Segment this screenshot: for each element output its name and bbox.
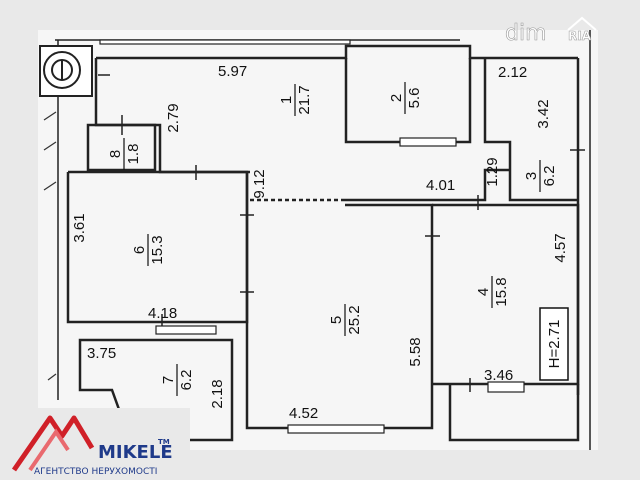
room-1-number: 1 <box>278 96 295 104</box>
dim-room4-depth: 4.57 <box>552 233 569 262</box>
dim-room3-passage: 1.29 <box>484 157 501 186</box>
room-7-area: 6.2 <box>178 370 195 391</box>
wall-room8 <box>86 123 157 172</box>
dim-room1-width: 5.97 <box>218 63 247 80</box>
room-2-number: 2 <box>388 94 405 102</box>
windows <box>99 39 525 434</box>
room-8-label: 8 1.8 <box>107 138 142 170</box>
wall-room3 <box>483 58 578 202</box>
dim-room5-width: 4.52 <box>289 405 318 422</box>
room-6-area: 15.3 <box>149 235 166 264</box>
window-top <box>99 39 351 45</box>
room-3-number: 3 <box>523 172 540 180</box>
logo-name: MIKELE <box>98 442 173 463</box>
logo-tm: TM <box>158 438 170 446</box>
room-4-label: 4 15.8 <box>475 276 510 308</box>
left-edge-hatching <box>43 111 57 381</box>
room-6-number: 6 <box>131 246 148 254</box>
room-2-area: 5.6 <box>406 88 423 109</box>
window-room2 <box>399 137 457 147</box>
watermark-suffix: RIA <box>568 29 592 43</box>
wall-corridor <box>345 168 510 202</box>
room-5-area: 25.2 <box>346 305 363 334</box>
window-room4 <box>487 381 525 393</box>
room-4-number: 4 <box>475 288 492 296</box>
room-8-area: 1.8 <box>125 144 142 165</box>
room-1-label: 1 21.7 <box>278 84 313 116</box>
ventilation-shaft-icon <box>39 45 93 97</box>
room-8-number: 8 <box>107 150 124 158</box>
room-5-label: 5 25.2 <box>328 304 363 336</box>
dim-room7-width: 3.75 <box>87 345 116 362</box>
wall-balcony <box>448 384 580 442</box>
dim-corridor-length: 9.12 <box>251 169 268 198</box>
dim-room3-depth: 3.42 <box>535 99 552 128</box>
dimension-labels: 5.97 2.79 9.12 2.12 3.42 1.29 4.01 4.57 … <box>71 63 569 422</box>
wall-ticks <box>98 74 585 392</box>
dim-room6-width: 4.18 <box>148 305 177 322</box>
watermark: dim RIA <box>505 16 597 46</box>
room-5-number: 5 <box>328 316 345 324</box>
room-labels: 1 21.7 2 5.6 3 6.2 4 15.8 5 25.2 6 15.3 <box>107 82 558 396</box>
ceiling-height-badge: H=2.71 <box>539 307 569 381</box>
dim-room6-depth: 3.61 <box>71 213 88 242</box>
watermark-brand: dim <box>505 21 547 46</box>
dim-room4-bottom-width: 3.46 <box>484 367 513 384</box>
mikele-mark-icon <box>11 415 95 472</box>
dim-room1-depth: 2.79 <box>165 103 182 132</box>
mikele-logo: MIKELE TM АГЕНТСТВО НЕРУХОМОСТІ <box>0 408 190 480</box>
wall-room5 <box>245 172 434 430</box>
room-1-area: 21.7 <box>296 85 313 114</box>
window-room5 <box>287 424 385 434</box>
room-7-label: 7 6.2 <box>160 364 195 396</box>
room-7-number: 7 <box>160 376 177 384</box>
window-room6 <box>155 325 217 335</box>
room-3-area: 6.2 <box>541 166 558 187</box>
dim-room7-depth: 2.18 <box>209 379 226 408</box>
dim-room3-width: 2.12 <box>498 64 527 81</box>
dim-room5-depth: 5.58 <box>407 337 424 366</box>
room-6-label: 6 15.3 <box>131 234 166 266</box>
ceiling-height-text: H=2.71 <box>546 320 563 369</box>
dim-room4-top-width: 4.01 <box>426 177 455 194</box>
room-4-area: 15.8 <box>493 277 510 306</box>
logo-tagline: АГЕНТСТВО НЕРУХОМОСТІ <box>34 467 157 477</box>
plan-sheet <box>38 30 598 450</box>
room-2-label: 2 5.6 <box>388 82 423 114</box>
watermark-house-icon <box>567 16 597 31</box>
room-3-label: 3 6.2 <box>523 160 558 192</box>
